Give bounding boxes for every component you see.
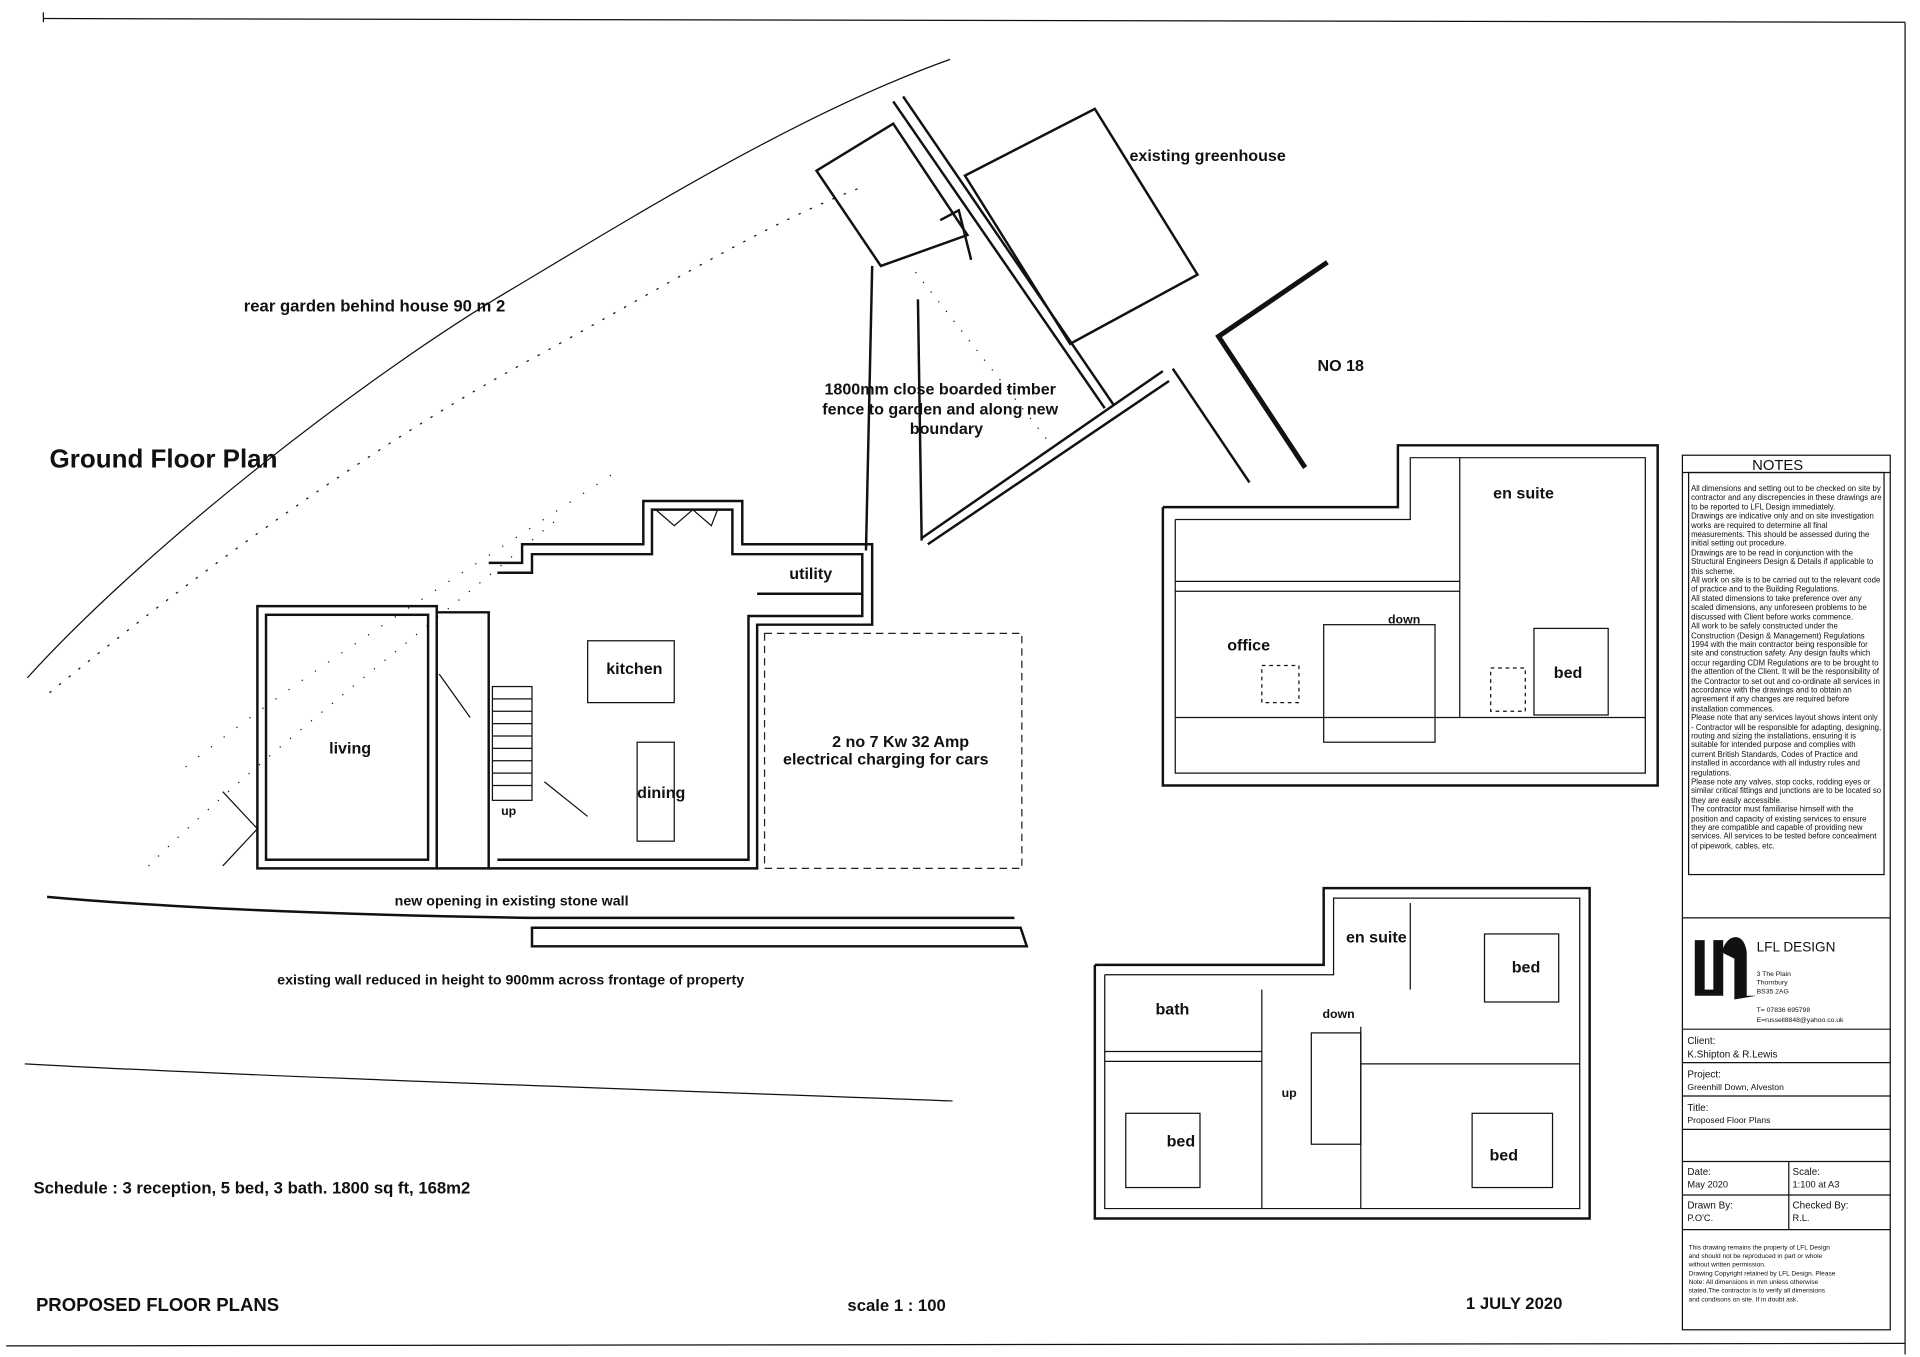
svg-text:Note: All dimensions in mm unl: Note: All dimensions in mm unless otherw… bbox=[1689, 1279, 1819, 1286]
svg-text:Thornbury: Thornbury bbox=[1757, 980, 1789, 987]
ff-room-office: office bbox=[1227, 637, 1270, 655]
ff-room-bed: bed bbox=[1554, 664, 1583, 682]
sf-room-bed-3: bed bbox=[1489, 1146, 1518, 1164]
schedule: Schedule : 3 reception, 5 bed, 3 bath. 1… bbox=[33, 1179, 470, 1198]
title-value: Proposed Floor Plans bbox=[1687, 1115, 1771, 1125]
lfl-logo bbox=[1694, 937, 1757, 1000]
svg-text:3 The Plain: 3 The Plain bbox=[1757, 971, 1791, 978]
svg-text:Checked By:: Checked By: bbox=[1793, 1201, 1849, 1212]
sf-stair-up: up bbox=[1282, 1086, 1298, 1100]
front-stone-wall bbox=[24, 895, 1029, 1102]
ground-floor-title: Ground Floor Plan bbox=[50, 444, 278, 474]
email: E=russell8848@yahoo.co.uk bbox=[1757, 1017, 1844, 1024]
company-name: LFL DESIGN bbox=[1757, 939, 1836, 954]
title-block: NOTES LFL DESIGN 3 The Plain Thornbury B… bbox=[1681, 454, 1891, 1331]
greenhouse bbox=[814, 95, 1200, 409]
notes-text: All dimensions and setting out to be che… bbox=[1691, 484, 1882, 851]
sf-room-en-suite: en suite bbox=[1346, 929, 1407, 947]
svg-text:Title:: Title: bbox=[1687, 1103, 1708, 1114]
svg-text:and condisons on site. If in d: and condisons on site. If in doubt ask. bbox=[1689, 1296, 1799, 1303]
stair-treads bbox=[492, 698, 532, 787]
garden-boundary bbox=[26, 58, 1053, 867]
ground-floor-plan bbox=[222, 499, 1023, 870]
svg-text:without written permission.: without written permission. bbox=[1688, 1262, 1766, 1269]
fence-label-1: 1800mm close boarded timber bbox=[824, 381, 1056, 399]
neighbour-label: NO 18 bbox=[1317, 357, 1364, 375]
fence-label-3: boundary bbox=[910, 420, 983, 438]
rear-garden-label: rear garden behind house 90 m 2 bbox=[244, 297, 506, 316]
first-floor-plan bbox=[1161, 444, 1659, 787]
drawn-value: P.O'C. bbox=[1687, 1213, 1713, 1223]
project-value: Greenhill Down, Alveston bbox=[1687, 1082, 1784, 1092]
footer-date: 1 JULY 2020 bbox=[1466, 1294, 1563, 1313]
svg-text:and should not be reproduced i: and should not be reproduced in part or … bbox=[1689, 1253, 1823, 1260]
sf-room-bath: bath bbox=[1155, 1000, 1189, 1018]
svg-text:BS35 2AG: BS35 2AG bbox=[1757, 988, 1789, 995]
svg-text:Drawn By:: Drawn By: bbox=[1687, 1201, 1733, 1212]
charging-label-1: 2 no 7 Kw 32 Amp bbox=[832, 733, 969, 751]
svg-text:This drawing remains the prope: This drawing remains the property of LFL… bbox=[1689, 1244, 1831, 1251]
notes-heading: NOTES bbox=[1752, 458, 1803, 474]
date-value: May 2020 bbox=[1687, 1180, 1728, 1190]
room-kitchen: kitchen bbox=[606, 660, 662, 678]
new-opening-label: new opening in existing stone wall bbox=[395, 893, 629, 909]
greenhouse-label: existing greenhouse bbox=[1129, 147, 1285, 165]
copyright-note: This drawing remains the property of LFL… bbox=[1688, 1244, 1836, 1303]
neighbour-wall bbox=[864, 260, 1329, 551]
footer-scale: scale 1 : 100 bbox=[847, 1296, 945, 1315]
svg-text:stated.The contractor is to ve: stated.The contractor is to verify all d… bbox=[1689, 1288, 1826, 1295]
phone: T= 07836 695798 bbox=[1757, 1007, 1811, 1014]
checked-value: R.L. bbox=[1793, 1213, 1810, 1223]
ff-stair-down: down bbox=[1388, 612, 1420, 626]
wall-reduced-label: existing wall reduced in height to 900mm… bbox=[277, 973, 744, 989]
svg-text:Scale:: Scale: bbox=[1793, 1167, 1820, 1178]
room-utility: utility bbox=[789, 565, 832, 583]
svg-text:Drawing Copyright retained by: Drawing Copyright retained by LFL Design… bbox=[1689, 1270, 1836, 1277]
svg-text:Project:: Project: bbox=[1687, 1069, 1720, 1080]
room-dining: dining bbox=[637, 784, 685, 802]
svg-text:Date:: Date: bbox=[1687, 1167, 1711, 1178]
sf-stair-down: down bbox=[1322, 1007, 1354, 1021]
sheet-border bbox=[6, 12, 1906, 1355]
fence-label-2: fence to garden and along new bbox=[822, 400, 1058, 418]
sf-room-bed-1: bed bbox=[1512, 958, 1541, 976]
scale-value: 1:100 at A3 bbox=[1793, 1180, 1840, 1190]
stair-up-label: up bbox=[501, 804, 517, 818]
sf-room-bed-2: bed bbox=[1167, 1133, 1196, 1151]
svg-text:Client:: Client: bbox=[1687, 1036, 1715, 1047]
charging-label-2: electrical charging for cars bbox=[783, 750, 989, 768]
client-value: K.Shipton & R.Lewis bbox=[1687, 1050, 1777, 1061]
room-living: living bbox=[329, 739, 371, 757]
ff-room-en-suite: en suite bbox=[1493, 485, 1554, 503]
footer-title: PROPOSED FLOOR PLANS bbox=[36, 1294, 279, 1315]
second-floor-plan bbox=[1093, 886, 1591, 1220]
